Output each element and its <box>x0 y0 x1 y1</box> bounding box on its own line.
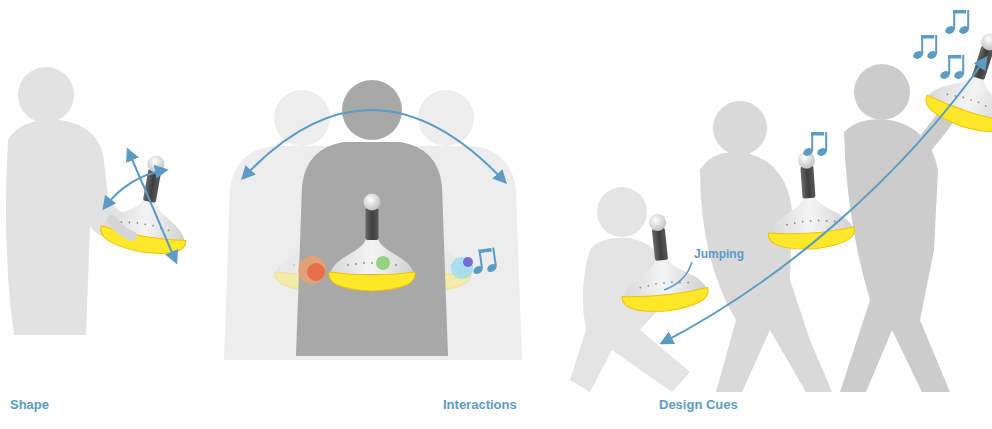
panel-title: Interactions <box>443 397 517 412</box>
music-note <box>944 10 970 35</box>
person-head <box>18 67 74 123</box>
device <box>98 148 200 259</box>
music-note <box>802 132 828 157</box>
touch-point <box>463 257 473 267</box>
device <box>763 149 856 252</box>
panel-title: Design Cues <box>659 397 738 412</box>
rotation-arrow <box>243 110 505 182</box>
leader-line <box>664 262 692 290</box>
shape-panel <box>6 67 200 335</box>
motion-arrow <box>128 150 176 262</box>
callout-label: Jumping <box>694 247 744 261</box>
device <box>614 209 710 315</box>
touch-point <box>307 263 325 281</box>
touch-point <box>376 256 390 270</box>
motion-arrow <box>104 170 166 208</box>
music-note <box>939 55 965 80</box>
music-note <box>469 247 498 276</box>
interactions-panel <box>224 80 522 360</box>
device <box>329 194 415 292</box>
panel-title: Shape <box>10 397 49 412</box>
person-hand <box>112 220 132 236</box>
touch-point <box>451 257 473 279</box>
person-body <box>6 120 134 335</box>
touch-point <box>298 256 326 284</box>
motion-arrow <box>662 58 986 343</box>
design-cues-panel <box>570 10 992 392</box>
music-note <box>912 35 938 60</box>
